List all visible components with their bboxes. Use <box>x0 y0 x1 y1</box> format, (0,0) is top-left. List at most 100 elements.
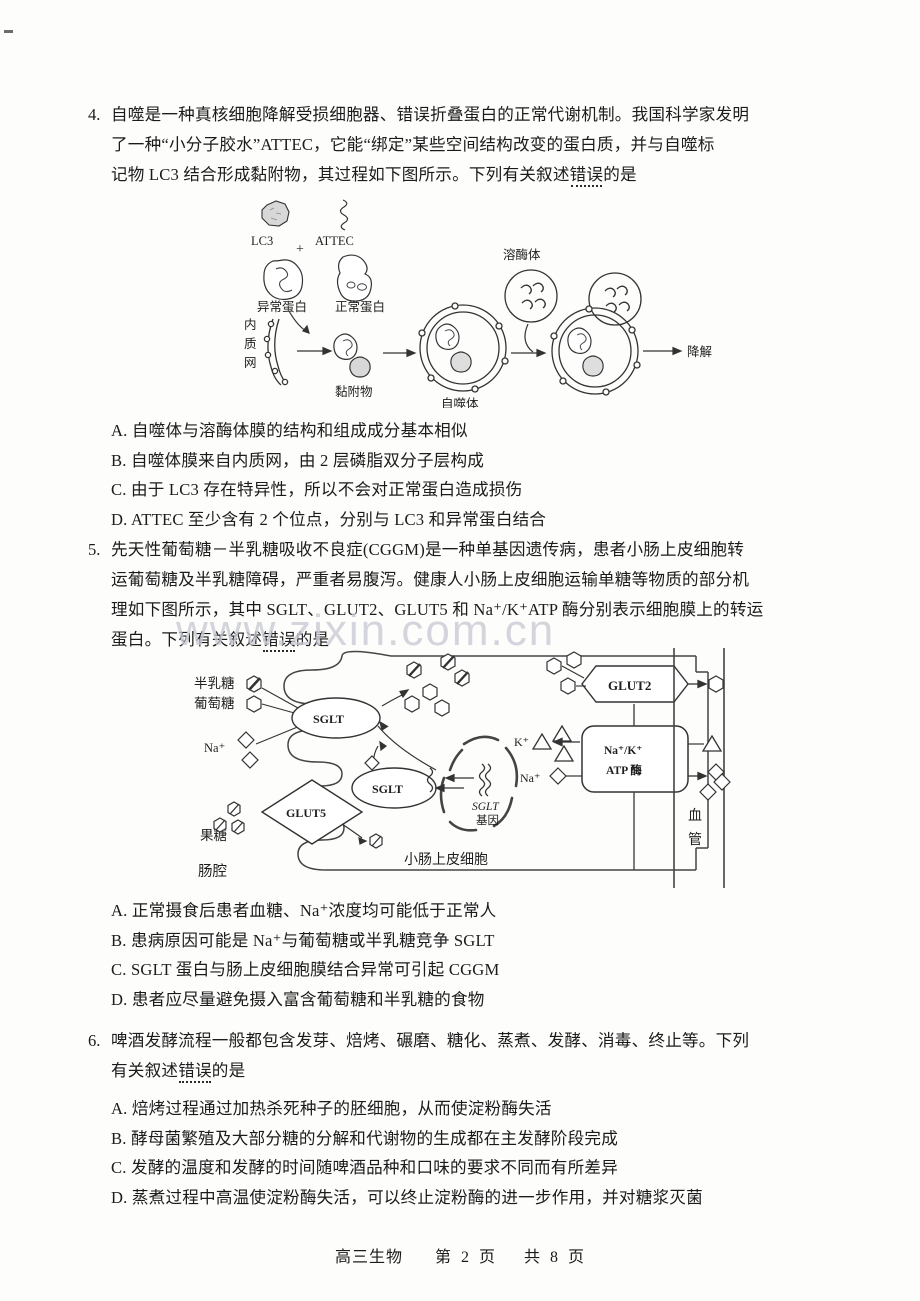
arrow-abnormal-to-adhesion <box>288 310 310 334</box>
arrow-to-degradation <box>643 346 683 356</box>
label-galactose: 半乳糖 <box>194 676 235 691</box>
question-4-number: 4. <box>88 105 101 124</box>
attec-squiggle <box>339 199 349 231</box>
arrow-glucose-to-blood <box>688 679 708 689</box>
label-lumen: 肠腔 <box>198 863 227 880</box>
label-lc3: LC3 <box>251 234 273 248</box>
label-glut2: GLUT2 <box>608 678 651 693</box>
label-abnormal-protein: 异常蛋白 <box>257 299 307 314</box>
fructose-glyph-cytosol <box>369 833 383 849</box>
question-5-option-d[interactable]: D. 患者应尽量避免摄入富含葡萄糖和半乳糖的食物 <box>111 989 485 1009</box>
question-5-options: A. 正常摄食后患者血糖、Na⁺浓度均可能低于正常人 B. 患病原因可能是 Na… <box>88 896 848 1014</box>
label-sodium-lumen: Na⁺ <box>204 741 225 755</box>
arrow-pump-k-in <box>552 737 580 747</box>
figure-autophagy-pathway: LC3 + ATTEC 异常蛋白 正常蛋白 内 质 网 黏附物 <box>243 193 733 408</box>
footer-total-unit: 页 <box>568 1249 586 1266</box>
nucleus-outline <box>439 735 519 832</box>
sodium-glyph-cytosol <box>364 755 380 771</box>
question-5-option-b[interactable]: B. 患病原因可能是 Na⁺与葡萄糖或半乳糖竞争 SGLT <box>111 930 495 950</box>
question-6-number: 6. <box>88 1031 101 1050</box>
normal-protein-shape <box>336 254 372 302</box>
lysosome-shape <box>504 269 558 323</box>
question-5-emphasis: 错误 <box>262 630 296 649</box>
question-6-stem-line-2-text: 有关叙述 <box>111 1061 179 1080</box>
footer-page-number: 2 <box>460 1249 470 1266</box>
glut5-transporter <box>260 779 364 845</box>
sodium-glyph-cytosol-right <box>549 767 567 785</box>
abnormal-protein-shape <box>263 259 304 301</box>
label-sglt-mid: SGLT <box>372 782 403 796</box>
question-4-option-d[interactable]: D. ATTEC 至少含有 2 个位点，分别与 LC3 和异常蛋白结合 <box>111 509 547 529</box>
sodium-glyphs-blood <box>699 763 731 801</box>
footer-total-number: 8 <box>550 1249 560 1266</box>
label-sglt-gene-line-2: 基因 <box>476 814 499 827</box>
question-6-options: A. 焙烤过程通过加热杀死种子的胚细胞，从而使淀粉酶失活 B. 酵母菌繁殖及大部… <box>88 1094 848 1212</box>
label-adhesion: 黏附物 <box>335 385 373 399</box>
label-sglt-gene-line-1: SGLT <box>472 801 500 813</box>
autophagosome-cargo <box>435 323 472 373</box>
question-4-option-b[interactable]: B. 自噬体膜来自内质网，由 2 层磷脂双分子层构成 <box>111 450 485 470</box>
question-4-stem-line-2: 了一种“小分子胶水”ATTEC，它能“绑定”某些空间结构改变的蛋白质，并与自噬标 <box>111 135 715 154</box>
label-pump-line-2: ATP 酶 <box>606 763 642 777</box>
sodium-glyph-lumen <box>237 731 259 769</box>
question-5-stem-line-4-text: 蛋白。下列有关叙述 <box>111 630 263 649</box>
label-autophagosome: 自噬体 <box>441 396 479 408</box>
label-blood-vessel-char-1: 血 <box>688 808 702 824</box>
glut2-connectors <box>561 665 586 687</box>
question-4-option-a[interactable]: A. 自噬体与溶酶体膜的结构和组成成分基本相似 <box>111 421 468 440</box>
question-6-option-d[interactable]: D. 蒸煮过程中高温使淀粉酶失活，可以终止淀粉酶的进一步作用，并对糖浆灭菌 <box>111 1187 703 1207</box>
label-glut5: GLUT5 <box>286 806 326 820</box>
mrna-strand <box>426 767 434 793</box>
question-5-number: 5. <box>88 540 101 559</box>
glucose-glyphs-near-glut2 <box>546 651 582 695</box>
question-6: 6. 啤酒发酵流程一般都包含发芽、焙烤、碾磨、糖化、蒸煮、发酵、消毒、终止等。下… <box>88 1026 848 1086</box>
label-plus: + <box>296 242 304 257</box>
arrow-lysosome-fusion <box>511 323 547 358</box>
question-4-options: A. 自噬体与溶酶体膜的结构和组成成分基本相似 B. 自噬体膜来自内质网，由 2… <box>88 416 848 534</box>
question-6-option-b[interactable]: B. 酵母菌繁殖及大部分糖的分解和代谢物的生成都在主发酵阶段完成 <box>111 1128 618 1148</box>
sglt-gene-dna <box>478 763 492 797</box>
label-er-char-3: 网 <box>244 356 257 370</box>
question-6-stem-line-2: 有关叙述错误的是 <box>111 1056 848 1086</box>
potassium-glyph-blood <box>701 734 723 752</box>
lc3-blob <box>261 200 290 227</box>
figure-monosaccharide-transport: 半乳糖 葡萄糖 Na⁺ 果糖 肠腔 SGLT GLUT5 SGLT <box>176 648 736 888</box>
label-degradation: 降解 <box>687 345 712 359</box>
arrow-adhesion-to-autophagosome <box>383 348 417 358</box>
question-5-stem-line-4: 蛋白。下列有关叙述错误的是 <box>111 625 848 655</box>
question-6-option-a[interactable]: A. 焙烤过程通过加热杀死种子的胚细胞，从而使淀粉酶失活 <box>111 1099 552 1118</box>
label-er-char-1: 内 <box>244 318 257 332</box>
label-er-char-2: 质 <box>244 337 257 351</box>
arrows-into-cytosol <box>372 689 437 771</box>
question-4-stem-line-3: 记物 LC3 结合形成黏附物，其过程如下图所示。下列有关叙述错误的是 <box>111 160 848 190</box>
lumen-substrate-connectors <box>255 687 301 745</box>
label-sglt-top: SGLT <box>313 712 344 726</box>
question-4-stem-tail: 的是 <box>603 165 637 184</box>
question-5-option-c[interactable]: C. SGLT 蛋白与肠上皮细胞膜结合异常可引起 CGGM <box>111 960 500 979</box>
footer-page-unit: 页 <box>478 1249 496 1266</box>
question-5-option-a[interactable]: A. 正常摄食后患者血糖、Na⁺浓度均可能低于正常人 <box>111 901 497 920</box>
label-blood-vessel-char-2: 管 <box>688 832 702 848</box>
sglt-top-transporter <box>291 697 381 739</box>
label-attec: ATTEC <box>315 234 354 248</box>
footer-page-prefix: 第 <box>434 1249 452 1266</box>
question-4-option-c[interactable]: C. 由于 LC3 存在特异性，所以不会对正常蛋白造成损伤 <box>111 480 523 499</box>
scan-artifact <box>4 30 13 33</box>
question-4-stem-line-3-text: 记物 LC3 结合形成黏附物，其过程如下图所示。下列有关叙述 <box>111 165 570 184</box>
footer-subject: 高三生物 <box>334 1249 403 1266</box>
label-lysosome: 溶酶体 <box>503 247 541 262</box>
label-sodium-cytosol-right: Na⁺ <box>520 771 540 785</box>
footer-total-prefix: 共 <box>524 1249 542 1266</box>
autolysosome-cargo <box>567 327 604 377</box>
potassium-glyphs-cytosol <box>531 724 575 762</box>
question-4-emphasis: 错误 <box>569 165 604 184</box>
question-5-stem-line-3: 理如下图所示，其中 SGLT、GLUT2、GLUT5 和 Na⁺/K⁺ATP 酶… <box>111 600 764 619</box>
glucose-glyph-lumen <box>246 695 262 713</box>
question-6-option-c[interactable]: C. 发酵的温度和发酵的时间随啤酒品种和口味的要求不同而有所差异 <box>111 1158 618 1177</box>
label-normal-protein: 正常蛋白 <box>335 299 385 314</box>
arrow-nucleus-to-membrane <box>434 783 464 793</box>
blood-vessel-walls <box>673 648 725 888</box>
label-epithelial-cell: 小肠上皮细胞 <box>404 852 488 868</box>
label-pump-line-1: Na⁺/K⁺ <box>604 745 642 757</box>
